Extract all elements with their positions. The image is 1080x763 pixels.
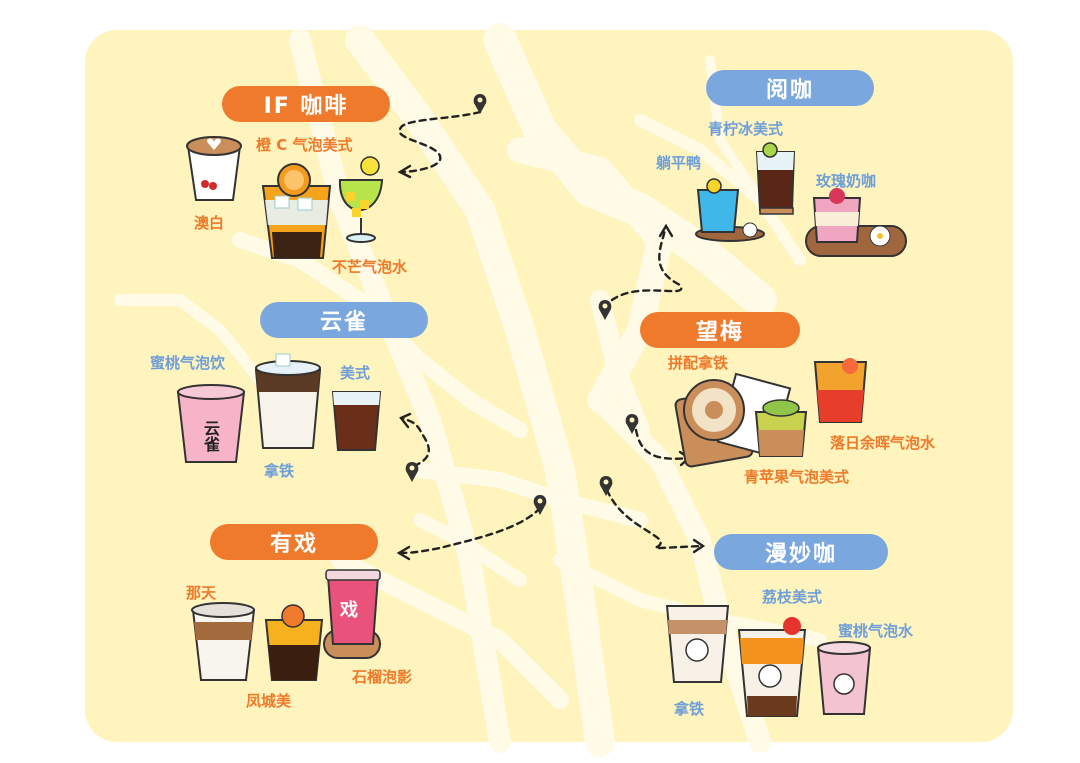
drink-label: 蜜桃气泡水 bbox=[838, 622, 914, 640]
coffee-cup-icon bbox=[813, 358, 868, 423]
drink-label: 美式 bbox=[340, 364, 371, 382]
location-pin-icon bbox=[473, 94, 487, 114]
cup-print-youxi: 戏 bbox=[340, 600, 358, 621]
drink-label: 青柠冰美式 bbox=[708, 120, 784, 138]
shop-title-yunque-text: 云雀 bbox=[319, 310, 368, 335]
drink-label: 玫瑰奶咖 bbox=[816, 172, 877, 190]
coffee-cup-icon bbox=[737, 617, 807, 717]
routes bbox=[398, 110, 704, 555]
shop-title-youxi[interactable]: 有戏 bbox=[210, 524, 378, 560]
coffee-cup-icon bbox=[695, 178, 765, 242]
location-pin-icon bbox=[598, 300, 612, 320]
coffee-cup-icon bbox=[331, 391, 382, 451]
drink-label: 青苹果气泡美式 bbox=[744, 468, 850, 486]
route-wangmei bbox=[634, 428, 690, 460]
location-pins bbox=[405, 94, 639, 515]
coffee-cup-icon bbox=[816, 641, 872, 715]
drink-label: 澳白 bbox=[194, 214, 225, 232]
coffee-cup-icon bbox=[176, 384, 246, 463]
shop-title-if-text: IF 咖啡 bbox=[263, 94, 349, 119]
drink-label: 蜜桃气泡饮 bbox=[150, 354, 226, 372]
coffee-cup-icon bbox=[323, 569, 381, 659]
drink-label: 不芒气泡水 bbox=[332, 258, 408, 276]
location-pin-icon bbox=[625, 414, 639, 434]
coffee-cup-icon bbox=[754, 399, 808, 457]
coffee-cup-icon bbox=[674, 372, 792, 468]
route-yuka bbox=[610, 228, 683, 302]
route-if bbox=[398, 110, 482, 174]
location-pin-icon bbox=[405, 462, 419, 482]
drink-label: 拼配拿铁 bbox=[668, 354, 729, 372]
cup-print-yunque: 云雀 bbox=[201, 420, 220, 452]
shop-title-yueka-text: 阅咖 bbox=[765, 78, 814, 103]
drink-label: 躺平鸭 bbox=[656, 154, 702, 172]
drink-label: 拿铁 bbox=[674, 700, 705, 718]
drink-label: 橙 C 气泡美式 bbox=[256, 136, 353, 154]
coffee-cup-icon bbox=[665, 605, 730, 683]
drink-label: 拿铁 bbox=[264, 462, 295, 480]
shop-title-manmiao-text: 漫妙咖 bbox=[764, 542, 837, 567]
shop-title-yunque[interactable]: 云雀 bbox=[260, 302, 428, 338]
coffee-cup-icon bbox=[191, 602, 256, 681]
shop-title-manmiao[interactable]: 漫妙咖 bbox=[714, 534, 888, 570]
coffee-cup-icon bbox=[755, 142, 796, 215]
drink-label: 石榴泡影 bbox=[352, 668, 413, 686]
drink-label: 落日余晖气泡水 bbox=[830, 434, 936, 452]
route-yunque bbox=[400, 416, 430, 468]
drink-label: 凤城美 bbox=[246, 692, 292, 710]
coffee-cup-icon bbox=[186, 136, 242, 201]
location-pin-icon bbox=[533, 495, 547, 515]
route-youxi bbox=[398, 506, 542, 555]
route-manmiao bbox=[605, 488, 704, 550]
drink-label: 那天 bbox=[186, 584, 217, 602]
shop-title-youxi-text: 有戏 bbox=[269, 532, 318, 557]
drink-label: 荔枝美式 bbox=[762, 588, 823, 606]
shop-title-wangmei[interactable]: 望梅 bbox=[640, 312, 800, 348]
coffee-cup-icon bbox=[805, 188, 907, 257]
coffee-cup-icon bbox=[254, 353, 322, 449]
shop-title-wangmei-text: 望梅 bbox=[695, 320, 744, 345]
location-pin-icon bbox=[599, 476, 613, 496]
coffee-cup-icon bbox=[338, 156, 384, 243]
shop-title-if[interactable]: IF 咖啡 bbox=[222, 86, 390, 122]
coffee-cup-icon bbox=[264, 604, 324, 681]
coffee-cup-icon bbox=[261, 163, 332, 259]
shop-title-yueka[interactable]: 阅咖 bbox=[706, 70, 874, 106]
